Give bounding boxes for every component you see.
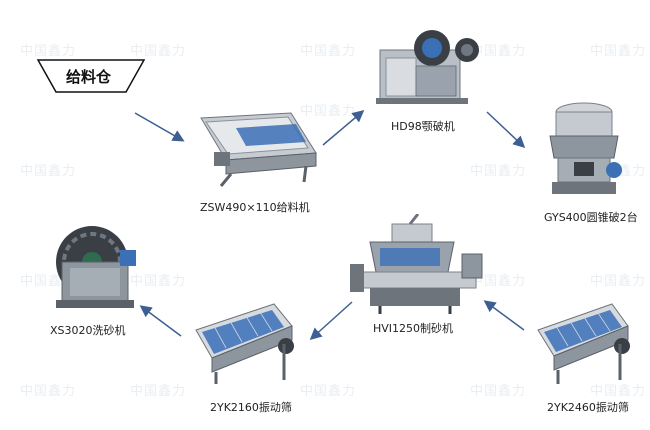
arrow-bin-to-feeder — [134, 112, 185, 142]
watermark-text: 中国鑫力 — [590, 274, 647, 289]
screen-2460-label: 2YK2460振动筛 — [547, 401, 629, 414]
watermark-text: 中国鑫力 — [590, 44, 647, 59]
cone-crusher-image — [544, 100, 624, 200]
cone-crusher-label: GYS400圆锥破2台 — [544, 211, 638, 224]
jaw-crusher-label: HD98颚破机 — [391, 120, 455, 133]
feed-bin — [36, 58, 146, 94]
watermark-text: 中国鑫力 — [590, 384, 647, 399]
arrow-screen2160-to-washer — [139, 305, 182, 337]
feed-bin-shape — [36, 59, 146, 93]
feeder-label: ZSW490×110给料机 — [200, 201, 310, 214]
feeder-image — [196, 108, 321, 188]
arrow-feeder-to-jaw — [322, 110, 365, 146]
sand-washer-image — [50, 220, 140, 310]
arrow-screen2460-to-sandmaker — [483, 300, 525, 331]
watermark-text: 中国鑫力 — [20, 164, 77, 179]
watermark-text: 中国鑫力 — [300, 384, 357, 399]
screen-2160-image — [192, 300, 302, 385]
watermark-text: 中国鑫力 — [20, 384, 77, 399]
sand-washer-label: XS3020洗砂机 — [50, 324, 126, 337]
watermark-text: 中国鑫力 — [130, 384, 187, 399]
watermark-text: 中国鑫力 — [470, 164, 527, 179]
feed-bin-label: 给料仓 — [66, 68, 112, 86]
arrow-sandmaker-to-screen2160 — [309, 301, 353, 341]
arrow-jaw-to-cone — [486, 111, 526, 149]
watermark-text: 中国鑫力 — [300, 44, 357, 59]
sand-maker-label: HVI1250制砂机 — [373, 322, 454, 335]
screen-2460-image — [534, 300, 634, 385]
watermark-text: 中国鑫力 — [470, 44, 527, 59]
watermark-text: 中国鑫力 — [130, 44, 187, 59]
watermark-text: 中国鑫力 — [470, 384, 527, 399]
watermark-text: 中国鑫力 — [20, 44, 77, 59]
watermark-text: 中国鑫力 — [300, 104, 357, 119]
screen-2160-label: 2YK2160振动筛 — [210, 401, 292, 414]
jaw-crusher-image — [372, 28, 482, 108]
watermark-text: 中国鑫力 — [130, 274, 187, 289]
sand-maker-image — [350, 214, 485, 314]
watermark-text: 中国鑫力 — [470, 274, 527, 289]
